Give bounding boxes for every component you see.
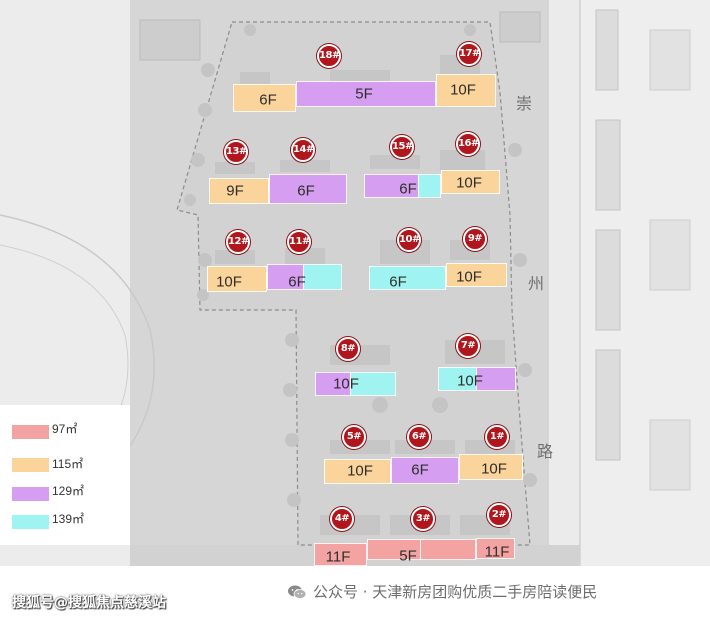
building-number-badge: 9#	[463, 227, 487, 251]
building-block	[441, 170, 500, 194]
building-block	[476, 538, 515, 559]
legend-swatch-139	[12, 515, 49, 529]
floor-count-label: 5F	[355, 85, 373, 103]
building-block	[207, 266, 267, 292]
watermark-wechat: 公众号 · 天津新房团购优质二手房陪读便民	[287, 581, 597, 602]
legend-swatch-115	[12, 458, 49, 472]
floor-count-label: 6F	[259, 91, 277, 109]
road-label-char-3: 路	[537, 442, 554, 461]
building-block	[436, 74, 496, 107]
building-number-badge: 16#	[456, 132, 480, 156]
watermark-sohu: 搜狐号@搜狐焦点慈溪站	[12, 595, 166, 611]
building-block	[324, 459, 391, 484]
neighbour-building	[595, 229, 621, 331]
building-block	[446, 263, 507, 287]
floor-count-label: 11F	[325, 548, 351, 566]
building-block	[296, 81, 436, 107]
floor-count-label: 6F	[297, 182, 315, 200]
legend-swatch-97	[12, 425, 49, 439]
building-block-segment	[476, 367, 516, 391]
floor-count-label: 10F	[450, 81, 476, 99]
building-number-badge: 4#	[330, 507, 354, 531]
legend-label-129: 129㎡	[52, 484, 85, 498]
neighbour-building	[595, 349, 621, 461]
building-block-segment	[303, 264, 342, 290]
building-block-segment	[350, 372, 396, 396]
floor-count-label: 10F	[216, 273, 242, 291]
neighbour-building	[649, 29, 691, 91]
building-block-segment	[420, 539, 476, 560]
building-block	[369, 266, 446, 290]
floor-count-label: 10F	[456, 174, 482, 192]
floor-count-label: 5F	[399, 547, 417, 565]
building-block	[314, 543, 367, 566]
building-block	[233, 84, 296, 112]
neighbour-building	[649, 219, 691, 291]
building-number-badge: 3#	[411, 507, 435, 531]
floor-count-label: 11F	[484, 543, 510, 561]
building-number-badge: 15#	[390, 135, 414, 159]
building-number-badge: 8#	[336, 337, 360, 361]
building-number-badge: 14#	[291, 138, 315, 162]
floor-count-label: 6F	[399, 180, 417, 198]
building-number-badge: 2#	[487, 503, 511, 527]
road-label-char-2: 州	[528, 274, 545, 293]
floor-count-label: 10F	[456, 268, 482, 286]
legend-label-115: 115㎡	[52, 457, 84, 471]
building-number-badge: 11#	[287, 230, 311, 254]
wechat-icon	[288, 585, 307, 599]
road-label-char-1: 崇	[516, 94, 533, 113]
building-block	[209, 178, 269, 204]
floor-count-label: 10F	[481, 460, 507, 478]
building-block	[269, 174, 347, 204]
floor-count-label: 6F	[389, 273, 407, 291]
floor-count-label: 10F	[457, 372, 483, 390]
neighbour-building	[595, 9, 619, 91]
building-number-badge: 1#	[485, 425, 509, 449]
neighbour-building	[649, 419, 691, 491]
building-number-badge: 6#	[407, 425, 431, 449]
building-number-badge: 17#	[457, 42, 481, 66]
building-number-badge: 5#	[342, 425, 366, 449]
building-number-badge: 13#	[224, 140, 248, 164]
floor-count-label: 6F	[288, 273, 306, 291]
floor-count-label: 10F	[347, 462, 373, 480]
building-number-badge: 12#	[226, 230, 250, 254]
building-number-badge: 18#	[317, 44, 341, 68]
building-number-badge: 10#	[397, 228, 421, 252]
building-number-badge: 7#	[456, 334, 480, 358]
building-block	[391, 457, 459, 484]
building-block-segment	[418, 174, 441, 198]
legend-swatch-129	[12, 487, 49, 501]
floor-count-label: 9F	[226, 182, 244, 200]
neighbour-building	[139, 19, 201, 61]
tree-clusters	[184, 24, 537, 507]
east-road	[548, 0, 580, 566]
legend-label-139: 139㎡	[52, 512, 85, 526]
building-block	[459, 454, 523, 480]
neighbour-building	[595, 119, 621, 211]
floor-count-label: 10F	[333, 375, 359, 393]
watermark-wechat-text: 公众号 · 天津新房团购优质二手房陪读便民	[313, 583, 598, 601]
legend-label-97: 97㎡	[52, 422, 78, 436]
floor-count-label: 6F	[411, 461, 429, 479]
neighbour-building	[499, 11, 541, 43]
